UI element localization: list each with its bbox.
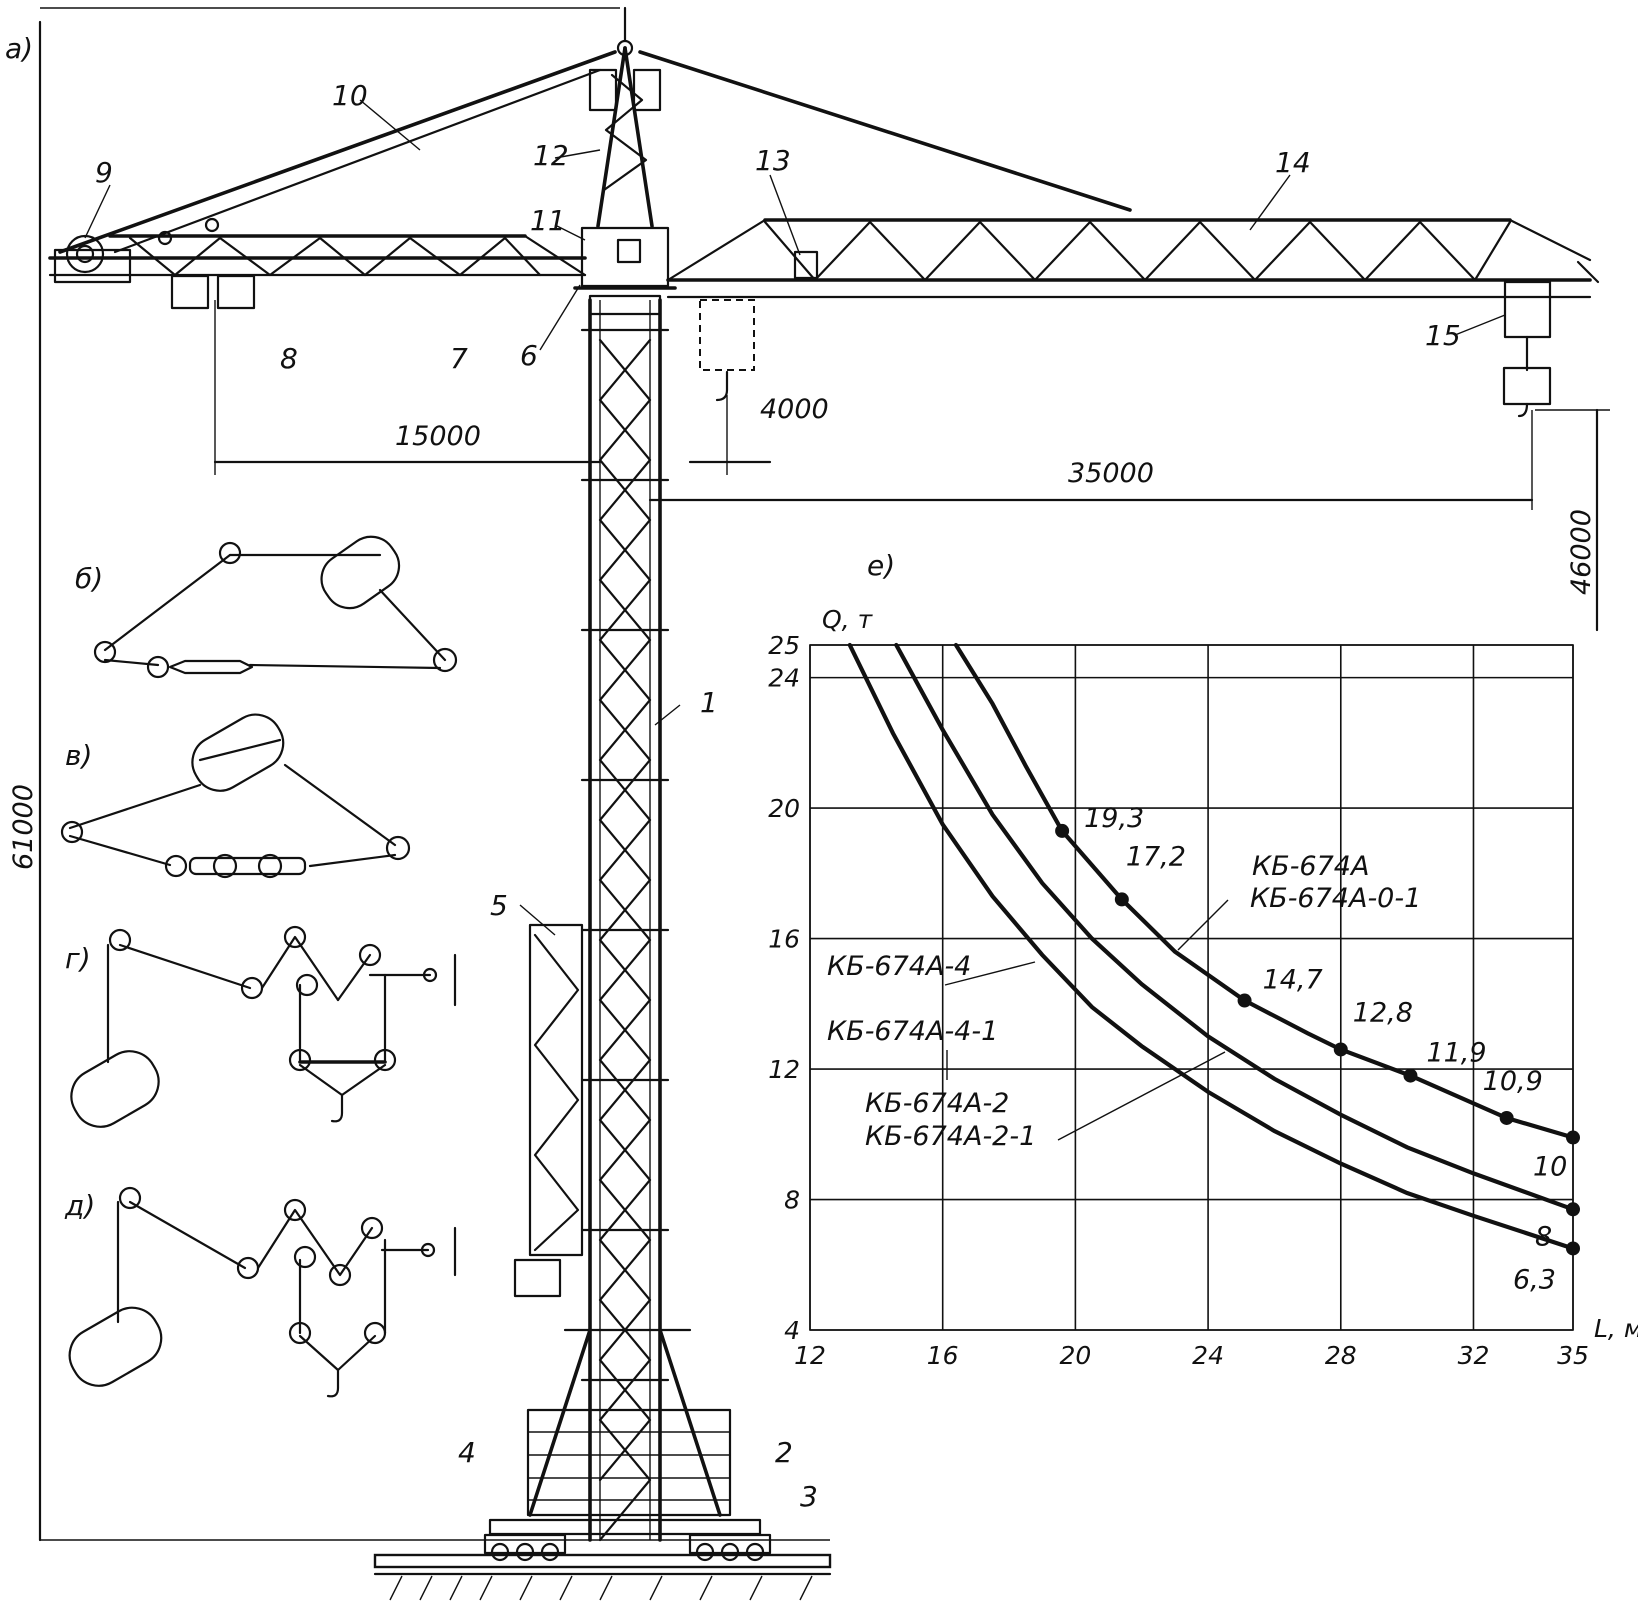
part-1: 1 <box>700 686 718 719</box>
x-tick-label: 16 <box>927 1341 959 1370</box>
tower-head <box>588 6 662 228</box>
dimension-lines <box>38 7 1610 1542</box>
data-label: 17,2 <box>1126 841 1186 872</box>
model-label-kb674a01: КБ-674А-0-1 <box>1250 883 1421 914</box>
panel-label-b: б) <box>75 562 103 595</box>
hook-min-reach <box>699 299 755 402</box>
data-point <box>1237 993 1252 1008</box>
model-label-kb674a21: КБ-674А-2-1 <box>865 1121 1036 1152</box>
counter-jib <box>48 50 617 310</box>
model-label-kb674a2: КБ-674А-2 <box>865 1088 1009 1119</box>
running-gear <box>483 1518 772 1562</box>
part-11: 11 <box>530 204 566 237</box>
part-12: 12 <box>533 139 569 172</box>
x-axis-label: L, м <box>1594 1314 1638 1343</box>
part-9: 9 <box>95 156 113 189</box>
y-tick-label: 4 <box>784 1316 800 1345</box>
x-tick-label: 35 <box>1557 1341 1589 1370</box>
x-tick-label: 20 <box>1059 1341 1091 1370</box>
model-label-kb674a: КБ-674А <box>1252 851 1369 882</box>
data-label: 19,3 <box>1084 803 1144 834</box>
panel-label-e: е) <box>867 549 895 582</box>
chart-points <box>1055 823 1580 1256</box>
reeving-d <box>68 1186 457 1398</box>
data-label: 12,8 <box>1353 997 1413 1028</box>
part-15: 15 <box>1425 319 1461 352</box>
model-leader-lines <box>944 899 1229 1141</box>
part-6: 6 <box>520 339 538 372</box>
part-10: 10 <box>332 79 368 112</box>
series-line-0 <box>953 642 1576 1140</box>
series-line-1 <box>894 642 1576 1212</box>
y-tick-label: 24 <box>768 664 800 693</box>
chart-tick-labels: 12 16 20 24 28 32 35 4 8 12 16 20 24 25 <box>768 631 1589 1370</box>
chart-series <box>847 642 1576 1251</box>
part-numbers: 1 2 3 4 5 6 7 8 9 10 11 12 13 14 15 <box>84 79 1506 1513</box>
panel-label-d: д) <box>64 1189 95 1222</box>
panel-label-g: г) <box>65 942 91 975</box>
part-13: 13 <box>755 144 791 177</box>
x-tick-label: 32 <box>1458 1341 1490 1370</box>
slewing-head <box>573 226 677 316</box>
data-point <box>1055 823 1070 838</box>
panel-label-a: а) <box>5 32 33 65</box>
x-tick-label: 12 <box>794 1341 826 1370</box>
x-tick-label: 24 <box>1192 1341 1224 1370</box>
base-ballast <box>526 1328 732 1517</box>
model-label-kb674a4: КБ-674А-4 <box>827 951 971 982</box>
y-tick-label: 8 <box>784 1186 800 1215</box>
dimension-values: 61000 15000 4000 35000 46000 <box>8 394 1597 870</box>
model-label-kb674a41: КБ-674А-4-1 <box>827 1016 998 1047</box>
data-point <box>1566 1202 1580 1217</box>
y-tick-label: 25 <box>768 631 800 660</box>
x-tick-label: 28 <box>1325 1341 1357 1370</box>
part-7: 7 <box>450 342 468 375</box>
y-axis-label: Q, т <box>822 605 874 634</box>
chart-end-labels: 10 8 6,3 <box>1513 1152 1567 1296</box>
y-tick-label: 16 <box>768 925 800 954</box>
data-point <box>1499 1110 1514 1125</box>
series-end-label: 8 <box>1535 1221 1552 1252</box>
tower-mast <box>580 298 670 1542</box>
part-5: 5 <box>490 889 508 922</box>
plot-frame <box>809 644 1574 1331</box>
reeving-g <box>70 925 457 1128</box>
reeving-v <box>60 713 411 879</box>
reeving-b <box>93 535 458 679</box>
series-end-label: 10 <box>1533 1152 1567 1183</box>
data-point <box>1566 1241 1580 1256</box>
part-4: 4 <box>458 1436 476 1469</box>
jib <box>638 50 1600 418</box>
crane-drawing <box>48 6 1600 1601</box>
data-point <box>1114 892 1129 907</box>
part-2: 2 <box>775 1436 793 1469</box>
part-14: 14 <box>1275 146 1311 179</box>
panel-labels: а) б) в) г) д) <box>5 32 103 1222</box>
dim-max-reach: 35000 <box>1068 458 1154 489</box>
data-point <box>1403 1068 1418 1083</box>
chart-grid <box>809 644 1574 1331</box>
dim-min-reach: 4000 <box>760 394 829 425</box>
dim-hook-height: 46000 <box>1566 509 1597 595</box>
panel-label-v: в) <box>65 739 92 772</box>
data-label: 10,9 <box>1483 1066 1543 1097</box>
dim-height: 61000 <box>8 784 39 870</box>
series-end-label: 6,3 <box>1513 1264 1556 1295</box>
part-8: 8 <box>280 342 298 375</box>
y-tick-label: 12 <box>768 1055 800 1084</box>
ground-base <box>373 1553 832 1601</box>
part-3: 3 <box>800 1480 818 1513</box>
data-point <box>1333 1042 1348 1057</box>
series-line-2 <box>847 642 1576 1251</box>
dim-counterjib: 15000 <box>395 421 481 452</box>
chart-value-labels: 19,3 17,2 14,7 12,8 11,910,9 <box>1084 803 1543 1097</box>
data-label: 11,9 <box>1426 1038 1486 1069</box>
data-label: 14,7 <box>1263 965 1323 996</box>
y-tick-label: 20 <box>768 794 800 823</box>
data-point <box>1566 1130 1580 1145</box>
climbing-cage <box>513 923 584 1298</box>
